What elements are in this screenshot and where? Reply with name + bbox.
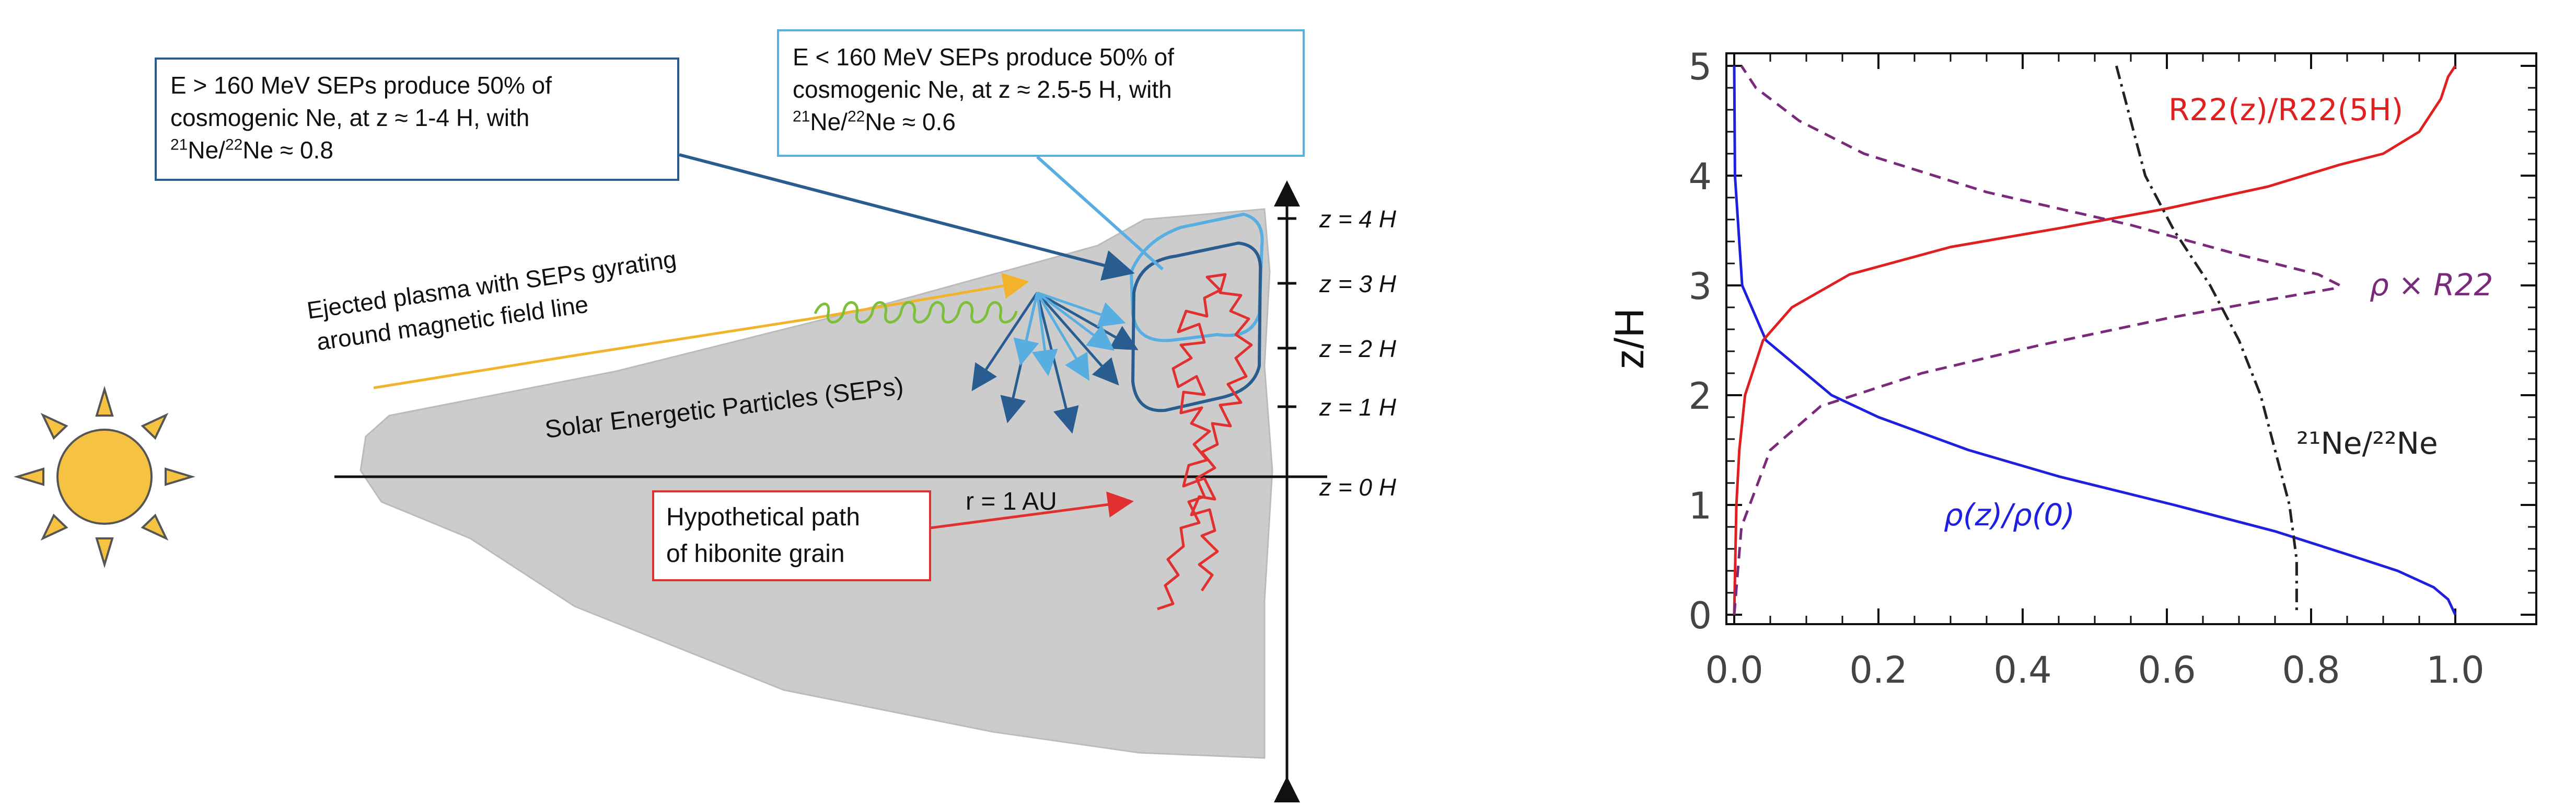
grain-label-arrow [930, 491, 1134, 530]
legend-r22-label: R22(z)/R22(5H) [2168, 92, 2403, 128]
series-line-2 [1733, 65, 2341, 615]
y-tick-label: 1 [1688, 485, 1712, 527]
plot-frame [1725, 52, 2537, 625]
height-label-1: z = 1 H [1319, 394, 1397, 421]
series-line-0 [1733, 65, 2457, 616]
callout-high-energy: E > 160 MeV SEPs produce 50% of cosmogen… [155, 58, 679, 181]
callout-low-connector [1036, 155, 1164, 271]
y-tick-label: 2 [1688, 375, 1712, 418]
height-label-2: z = 2 H [1319, 335, 1397, 362]
y-tick-label: 0 [1688, 594, 1712, 637]
sep-arrows [971, 291, 1139, 434]
x-tick-label: 0.2 [1849, 649, 1907, 692]
x-tick-label: 1.0 [2426, 649, 2484, 692]
legend-rho-label: ρ(z)/ρ(0) [1944, 497, 2075, 533]
callout-low-line2: cosmogenic Ne, at z ≈ 2.5-5 H, with [793, 76, 1172, 103]
callout-high-line1: E > 160 MeV SEPs produce 50% of [170, 72, 552, 99]
magnetic-field-line [373, 273, 1029, 389]
y-tick-label: 4 [1688, 155, 1712, 198]
y-axis-label: z/H [1606, 308, 1652, 370]
y-tick-label: 3 [1688, 265, 1712, 308]
x-tick-label: 0.4 [1993, 649, 2051, 692]
grain-label-box [652, 490, 931, 581]
radius-label: r = 1 AU [966, 488, 1057, 515]
series-line-1 [1733, 65, 2457, 615]
callout-low-line3: 21Ne/22Ne ≈ 0.6 [793, 108, 956, 135]
callout-high-line3: 21Ne/22Ne ≈ 0.8 [170, 136, 333, 164]
callout-low-energy: E < 160 MeV SEPs produce 50% of cosmogen… [777, 29, 1305, 157]
gyration-path [814, 301, 1018, 324]
grain-path [1157, 273, 1253, 611]
height-label-0: z = 0 H [1319, 474, 1397, 501]
height-label-3: z = 3 H [1319, 270, 1397, 297]
callout-high-line2: cosmogenic Ne, at z ≈ 1-4 H, with [170, 104, 530, 131]
y-tick-label: 5 [1688, 45, 1712, 88]
x-tick-label: 0.6 [2138, 649, 2196, 692]
x-tick-label: 0.8 [2282, 649, 2340, 692]
plasma-label: Ejected plasma with SEPs gyrating around… [305, 244, 689, 356]
sun-icon [14, 386, 195, 568]
callout-low-line1: E < 160 MeV SEPs produce 50% of [793, 43, 1175, 71]
series-line-3 [2115, 65, 2298, 615]
callout-high-connector [679, 153, 1135, 281]
legend-ne-ratio-label: ²¹Ne/²²Ne [2296, 426, 2438, 461]
legend-rho-r22-label: ρ × R22 [2370, 267, 2493, 303]
disk-diagram: z = 4 H z = 3 H z = 2 H z = 1 H z = 0 H … [14, 153, 1397, 802]
grain-label: Hypothetical path of hibonite grain [666, 503, 867, 568]
height-label-4: z = 4 H [1319, 205, 1397, 233]
x-tick-label: 0.0 [1705, 649, 1763, 692]
